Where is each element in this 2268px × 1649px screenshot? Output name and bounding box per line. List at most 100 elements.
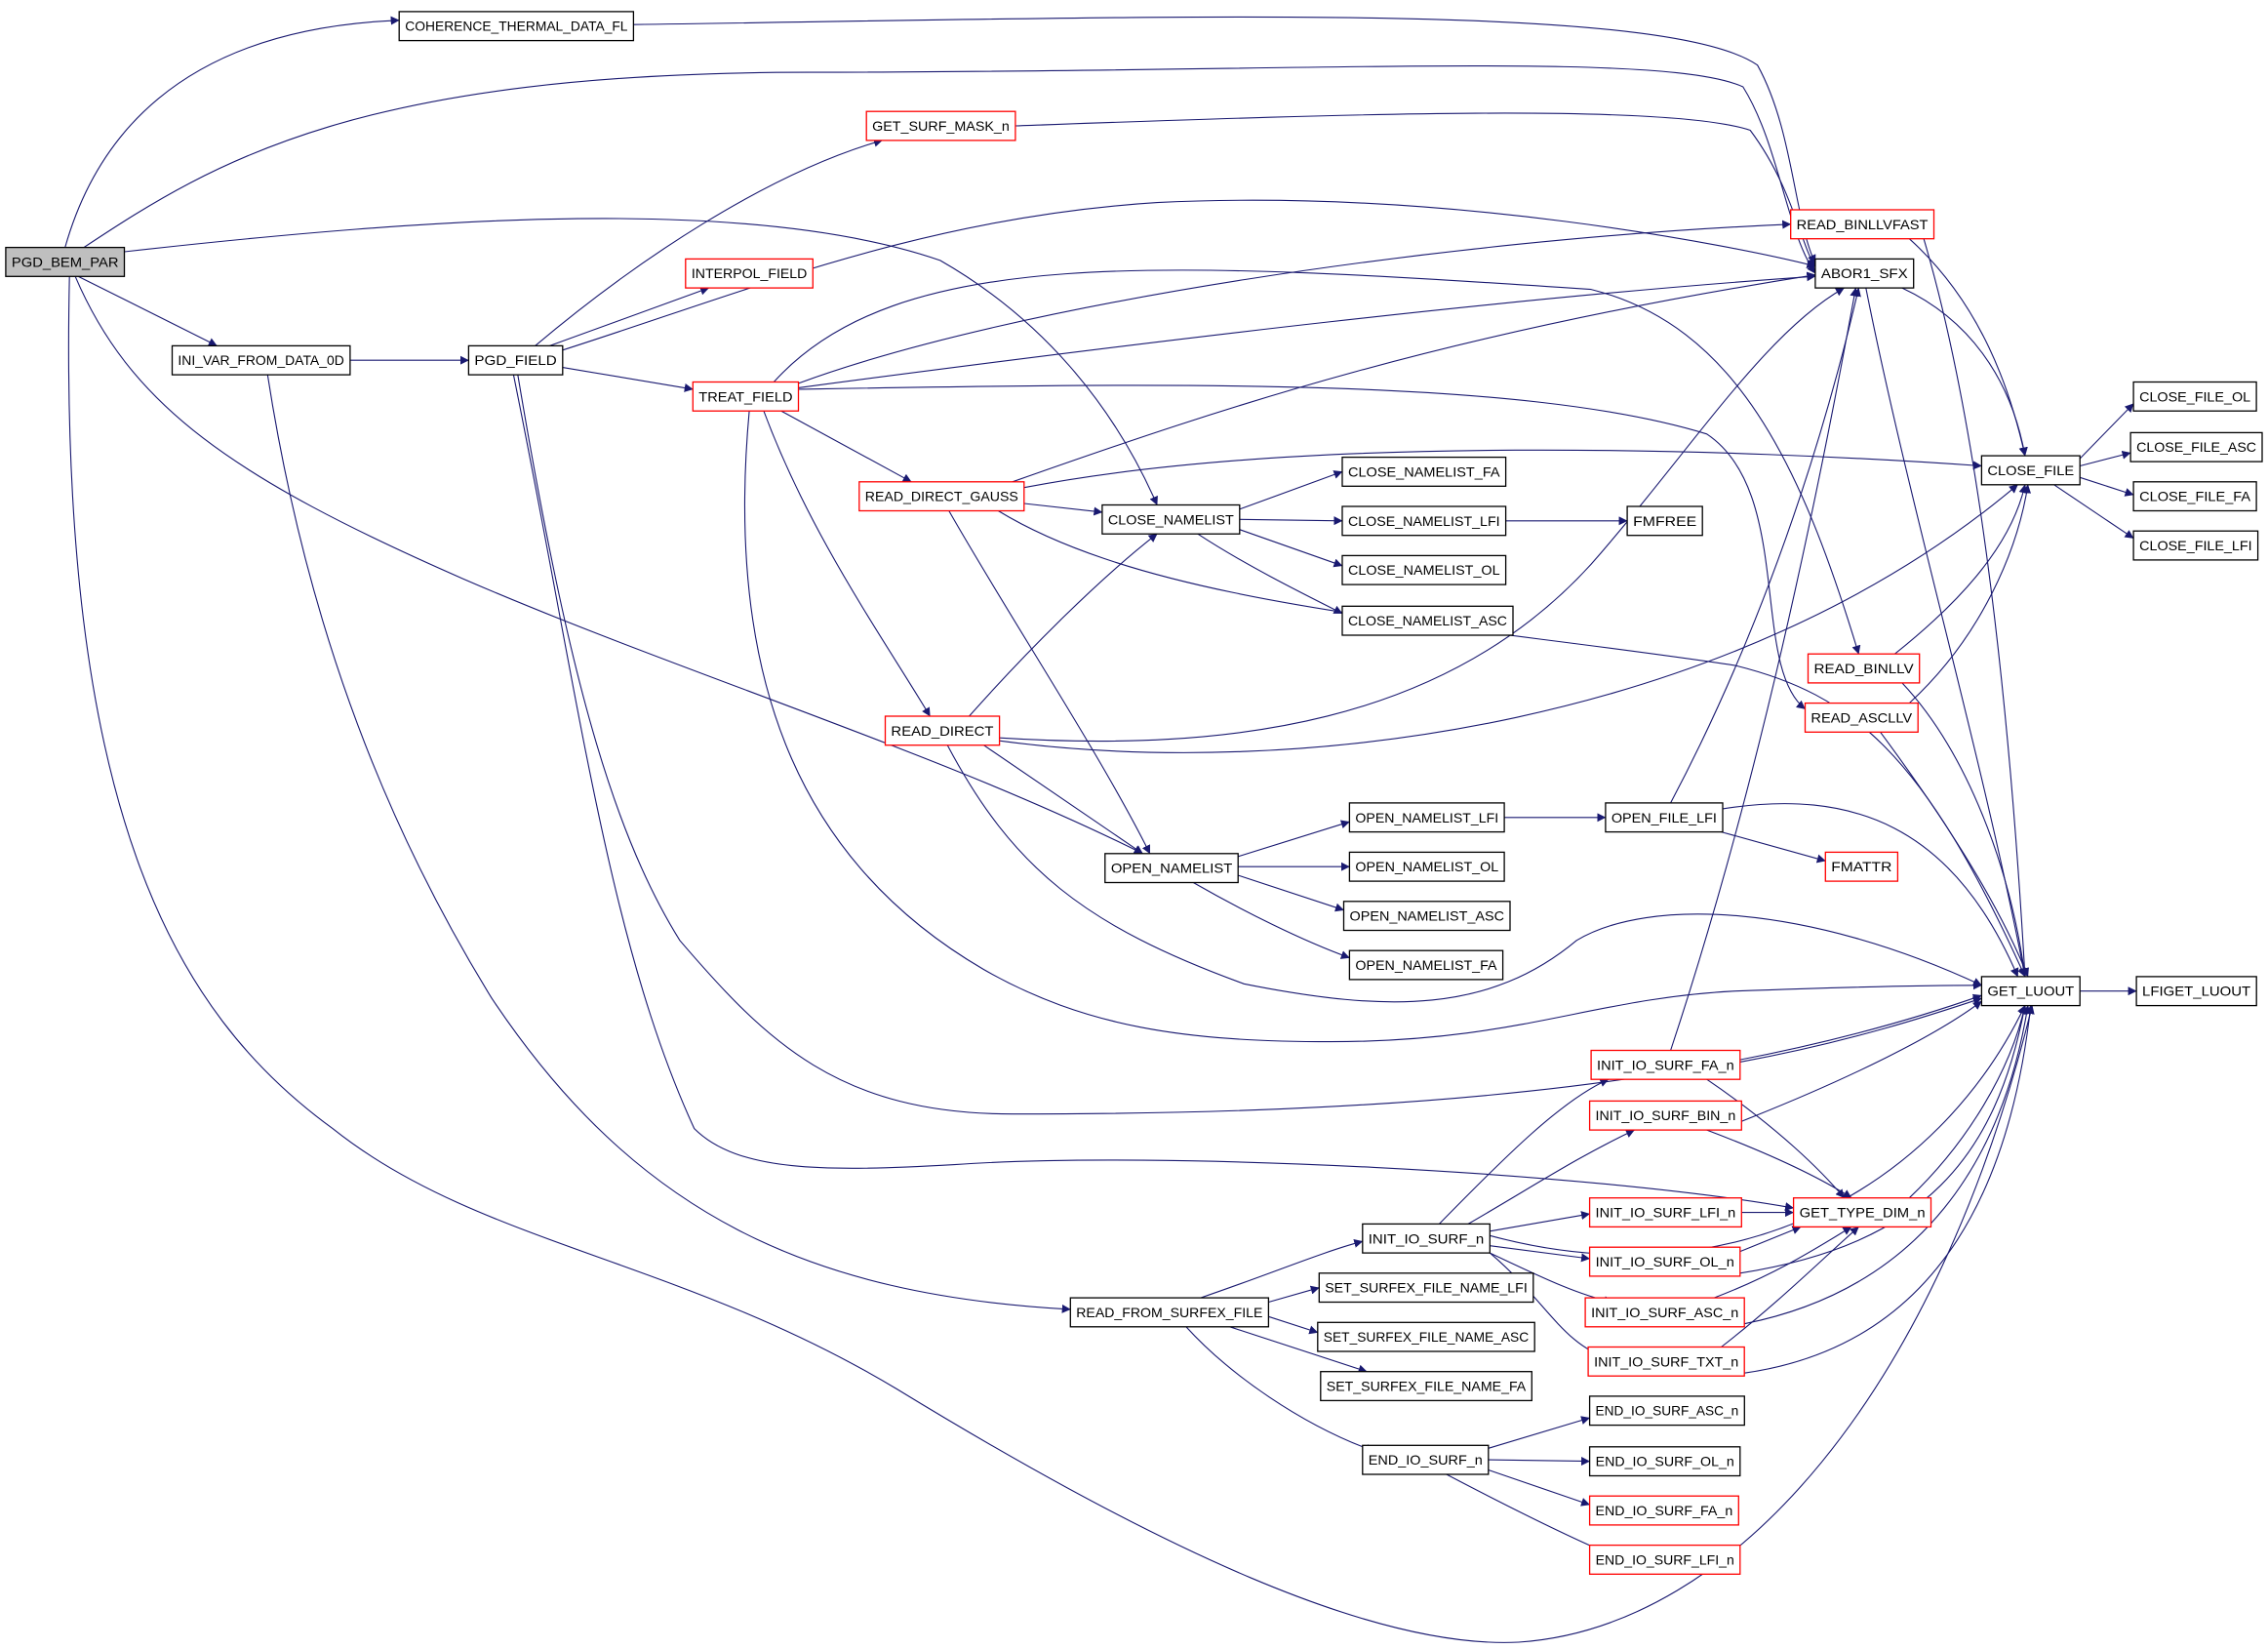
edge-open_namelist-to-open_namelist_asc xyxy=(1238,874,1344,912)
node-box xyxy=(1588,1246,1741,1277)
node-set-surfex-lfi[interactable]: SET_SURFEX_FILE_NAME_LFI xyxy=(1318,1272,1534,1304)
node-open-namelist[interactable]: OPEN_NAMELIST xyxy=(1104,853,1239,884)
node-close-file[interactable]: CLOSE_FILE xyxy=(1980,455,2081,486)
node-get-surf-mask[interactable]: GET_SURF_MASK_n xyxy=(865,110,1016,141)
edge-get_type_dim-to-get_luout xyxy=(1908,1005,2028,1199)
edge-init_io_surf-to-init_io_surf_ol xyxy=(1490,1245,1591,1263)
edge-init_io_surf_asc-to-get_luout xyxy=(1744,1005,2031,1325)
node-close-file-ol[interactable]: CLOSE_FILE_OL xyxy=(2132,381,2257,412)
node-fmattr[interactable]: FMATTR xyxy=(1824,851,1899,882)
node-close-namelist-ol[interactable]: CLOSE_NAMELIST_OL xyxy=(1341,554,1507,585)
node-box xyxy=(1807,653,1921,684)
edge-pgd_bem_par-to-get_luout xyxy=(67,276,2035,1643)
node-label: END_IO_SURF_n xyxy=(1369,1452,1483,1468)
node-get-luout[interactable]: GET_LUOUT xyxy=(1980,976,2081,1007)
edge-treat_field-to-read_binllvfast xyxy=(798,220,1792,384)
node-end-io-surf-asc[interactable]: END_IO_SURF_ASC_n xyxy=(1588,1395,1745,1427)
node-box xyxy=(1980,976,2081,1007)
node-label: OPEN_NAMELIST_OL xyxy=(1355,859,1498,874)
node-close-file-asc[interactable]: CLOSE_FILE_ASC xyxy=(2129,431,2263,463)
node-close-namelist[interactable]: CLOSE_NAMELIST xyxy=(1101,503,1241,535)
node-read-direct[interactable]: READ_DIRECT xyxy=(884,715,1001,746)
node-open-namelist-lfi[interactable]: OPEN_NAMELIST_LFI xyxy=(1348,802,1505,833)
node-label: CLOSE_NAMELIST_FA xyxy=(1348,463,1500,479)
edge-open_file_lfi-to-get_luout xyxy=(1722,803,2019,978)
node-end-io-surf-ol[interactable]: END_IO_SURF_OL_n xyxy=(1588,1446,1741,1477)
node-box xyxy=(1588,1197,1742,1228)
node-box xyxy=(1605,802,1724,833)
node-layer: PGD_BEM_PAR COHERENCE_THERMAL_DATA_FL GET_… xyxy=(5,11,2263,1575)
node-box xyxy=(1317,1321,1535,1352)
node-label: SET_SURFEX_FILE_NAME_FA xyxy=(1327,1379,1527,1394)
node-init-io-surf-asc[interactable]: INIT_IO_SURF_ASC_n xyxy=(1584,1297,1745,1328)
node-pgd-bem-par[interactable]: PGD_BEM_PAR xyxy=(5,246,126,277)
edge-end_io_surf-to-end_io_surf_ol xyxy=(1488,1456,1591,1466)
node-label: END_IO_SURF_ASC_n xyxy=(1596,1403,1739,1419)
node-box xyxy=(1590,1049,1741,1080)
node-label: INIT_IO_SURF_OL_n xyxy=(1596,1254,1734,1269)
node-read-ascllv[interactable]: READ_ASCLLV xyxy=(1804,702,1919,733)
node-fmfree[interactable]: FMFREE xyxy=(1626,505,1703,537)
node-pgd-field[interactable]: PGD_FIELD xyxy=(467,344,564,376)
node-end-io-surf[interactable]: END_IO_SURF_n xyxy=(1362,1444,1490,1475)
edge-treat_field-to-abor1_sfx xyxy=(798,272,1816,388)
edge-treat_field-to-read_ascllv xyxy=(798,384,1806,710)
node-open-namelist-asc[interactable]: OPEN_NAMELIST_ASC xyxy=(1342,901,1511,932)
node-init-io-surf-fa[interactable]: INIT_IO_SURF_FA_n xyxy=(1590,1049,1741,1080)
edge-init_io_surf_bin-to-get_luout xyxy=(1741,1000,1982,1122)
node-init-io-surf-bin[interactable]: INIT_IO_SURF_BIN_n xyxy=(1588,1100,1742,1131)
node-close-file-lfi[interactable]: CLOSE_FILE_LFI xyxy=(2132,530,2259,561)
node-label: INIT_IO_SURF_BIN_n xyxy=(1596,1107,1736,1123)
node-read-from-surfex-file[interactable]: READ_FROM_SURFEX_FILE xyxy=(1069,1297,1270,1328)
node-label: CLOSE_FILE xyxy=(1987,463,2074,478)
node-set-surfex-fa[interactable]: SET_SURFEX_FILE_NAME_FA xyxy=(1320,1371,1532,1402)
node-label: CLOSE_FILE_FA xyxy=(2139,489,2251,504)
node-box xyxy=(1069,1297,1270,1328)
node-init-io-surf-txt[interactable]: INIT_IO_SURF_TXT_n xyxy=(1587,1346,1745,1377)
node-init-io-surf[interactable]: INIT_IO_SURF_n xyxy=(1362,1223,1491,1254)
node-box xyxy=(685,258,814,289)
node-close-namelist-fa[interactable]: CLOSE_NAMELIST_FA xyxy=(1341,456,1507,487)
node-coherence[interactable]: COHERENCE_THERMAL_DATA_FL xyxy=(398,11,635,42)
node-box xyxy=(858,481,1025,512)
node-end-io-surf-fa[interactable]: END_IO_SURF_FA_n xyxy=(1588,1495,1739,1526)
node-abor1-sfx[interactable]: ABOR1_SFX xyxy=(1814,258,1915,289)
node-read-binllv[interactable]: READ_BINLLV xyxy=(1807,653,1921,684)
edge-init_io_surf_fa-to-get_type_dim xyxy=(1706,1078,1845,1199)
node-read-direct-gauss[interactable]: READ_DIRECT_GAUSS xyxy=(858,481,1025,512)
node-box xyxy=(1348,851,1505,882)
node-label: CLOSE_NAMELIST_OL xyxy=(1348,562,1500,578)
edge-init_io_surf-to-init_io_surf_bin xyxy=(1467,1129,1635,1225)
node-box xyxy=(1588,1446,1741,1477)
node-treat-field[interactable]: TREAT_FIELD xyxy=(692,381,800,412)
node-label: CLOSE_FILE_LFI xyxy=(2139,538,2252,553)
node-init-io-surf-ol[interactable]: INIT_IO_SURF_OL_n xyxy=(1588,1246,1741,1277)
node-open-namelist-fa[interactable]: OPEN_NAMELIST_FA xyxy=(1348,949,1504,981)
node-label: READ_BINLLV xyxy=(1814,661,1915,676)
edge-pgd_bem_par-to-open_namelist xyxy=(74,275,1143,855)
edge-close_namelist-to-close_namelist_fa xyxy=(1239,470,1343,510)
node-close-namelist-asc[interactable]: CLOSE_NAMELIST_ASC xyxy=(1341,605,1514,636)
node-close-file-fa[interactable]: CLOSE_FILE_FA xyxy=(2132,481,2257,512)
node-label: OPEN_NAMELIST_ASC xyxy=(1350,908,1505,924)
node-open-file-lfi[interactable]: OPEN_FILE_LFI xyxy=(1605,802,1724,833)
node-label: PGD_BEM_PAR xyxy=(12,254,119,269)
node-set-surfex-asc[interactable]: SET_SURFEX_FILE_NAME_ASC xyxy=(1317,1321,1535,1352)
node-get-type-dim[interactable]: GET_TYPE_DIM_n xyxy=(1792,1197,1932,1228)
node-open-namelist-ol[interactable]: OPEN_NAMELIST_OL xyxy=(1348,851,1505,882)
node-init-io-surf-lfi[interactable]: INIT_IO_SURF_LFI_n xyxy=(1588,1197,1742,1228)
edge-read_direct_gauss-to-open_namelist xyxy=(948,510,1151,855)
edge-init_io_surf_ol-to-get_luout xyxy=(1739,1005,2028,1274)
node-box xyxy=(1362,1223,1491,1254)
node-box xyxy=(1348,802,1505,833)
node-lfiget-luout[interactable]: LFIGET_LUOUT xyxy=(2135,976,2257,1007)
node-end-io-surf-lfi[interactable]: END_IO_SURF_LFI_n xyxy=(1588,1544,1741,1575)
edge-treat_field-to-read_direct xyxy=(763,410,931,717)
edge-init_io_surf_bin-to-get_type_dim xyxy=(1706,1129,1852,1199)
edge-open_file_lfi-to-abor1_sfx xyxy=(1670,287,1861,804)
edge-close_namelist-to-close_namelist_ol xyxy=(1239,529,1343,568)
node-ini-var[interactable]: INI_VAR_FROM_DATA_0D xyxy=(171,344,351,376)
node-read-binllvfast[interactable]: READ_BINLLVFAST xyxy=(1790,209,1935,240)
node-interpol-field[interactable]: INTERPOL_FIELD xyxy=(685,258,814,289)
node-close-namelist-lfi[interactable]: CLOSE_NAMELIST_LFI xyxy=(1341,505,1507,537)
